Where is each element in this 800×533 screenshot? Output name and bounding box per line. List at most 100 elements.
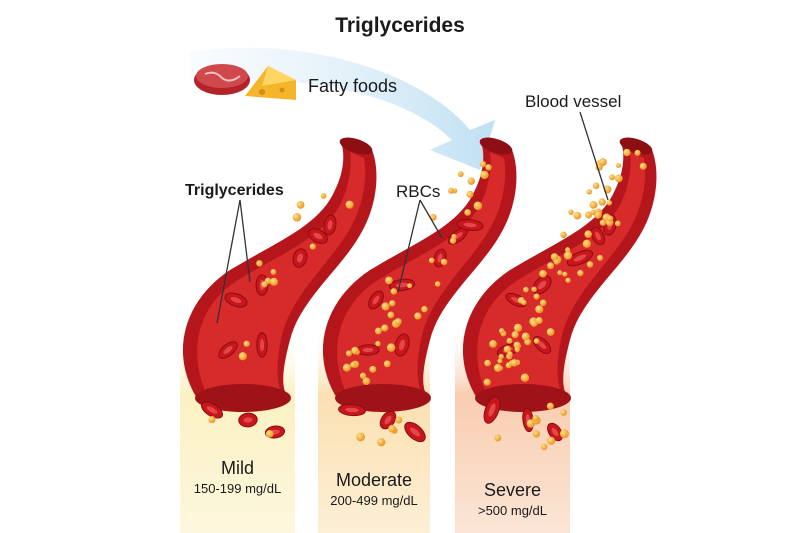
triglyceride-dot bbox=[494, 364, 502, 372]
triglyceride-dot bbox=[535, 305, 543, 313]
triglyceride-dot bbox=[464, 209, 471, 216]
triglyceride-dot bbox=[321, 193, 327, 199]
triglyceride-dot bbox=[514, 347, 519, 352]
triglyceride-dot bbox=[598, 198, 605, 205]
triglyceride-dot bbox=[421, 306, 427, 312]
triglyceride-dot bbox=[521, 300, 526, 305]
triglyceride-dot bbox=[387, 343, 395, 351]
triglyceride-dot bbox=[536, 317, 543, 324]
triglyceride-dot bbox=[375, 341, 380, 346]
triglyceride-dot bbox=[577, 270, 583, 276]
panel-severe-label: Severe >500 mg/dL bbox=[455, 480, 570, 518]
triglyceride-dot bbox=[360, 373, 366, 379]
triglyceride-dot bbox=[484, 379, 491, 386]
triglyceride-dot bbox=[547, 328, 555, 336]
triglyceride-dot bbox=[441, 259, 448, 266]
triglyceride-dot bbox=[533, 430, 540, 437]
triglyceride-dot bbox=[560, 409, 567, 416]
triglyceride-dot bbox=[565, 278, 570, 283]
blood-vessel-label: Blood vessel bbox=[525, 92, 621, 112]
rbcs-label: RBCs bbox=[396, 182, 440, 202]
triglyceride-dot bbox=[429, 258, 435, 264]
triglyceride-dot bbox=[540, 299, 547, 306]
triglyceride-dot bbox=[640, 163, 647, 170]
range-mild: 150-199 mg/dL bbox=[180, 481, 295, 496]
triglyceride-dot bbox=[584, 230, 592, 238]
triglyceride-dot bbox=[388, 425, 396, 433]
triglyceride-dot bbox=[583, 240, 591, 248]
triglyceride-dot bbox=[507, 351, 512, 356]
triglyceride-dot bbox=[458, 171, 464, 177]
triglyceride-dot bbox=[607, 215, 613, 221]
triglyceride-dot bbox=[480, 171, 488, 179]
triglyceride-dot bbox=[435, 281, 441, 287]
severity-severe: Severe bbox=[455, 480, 570, 501]
triglyceride-dot bbox=[562, 272, 567, 277]
triglyceride-dot bbox=[494, 435, 501, 442]
triglyceride-dot bbox=[593, 182, 600, 189]
triglyceride-dot bbox=[634, 150, 640, 156]
triglyceride-dot bbox=[239, 352, 247, 360]
triglyceride-dot bbox=[293, 213, 302, 222]
triglyceride-dot bbox=[541, 444, 548, 451]
triglyceride-dot bbox=[389, 300, 395, 306]
triglyceride-dot bbox=[554, 260, 559, 265]
triglyceride-dot bbox=[607, 200, 612, 205]
triglyceride-dot bbox=[346, 350, 352, 356]
triglyceride-dot bbox=[351, 347, 359, 355]
triglyceride-dot bbox=[616, 163, 621, 168]
triglyceride-dot bbox=[557, 270, 562, 275]
triglyceride-dot bbox=[381, 324, 388, 331]
triglyceride-dot bbox=[448, 188, 454, 194]
triglyceride-dot bbox=[346, 201, 354, 209]
triglyceride-dot bbox=[523, 287, 529, 293]
triglyceride-dot bbox=[568, 209, 573, 214]
triglyceride-dot bbox=[266, 430, 274, 438]
triglyceride-dot bbox=[414, 312, 421, 319]
triglyceride-dot bbox=[574, 212, 582, 220]
triglyceride-dot bbox=[547, 437, 555, 445]
triglyceride-dot bbox=[350, 362, 356, 368]
triglyceride-dot bbox=[384, 360, 391, 367]
triglyceride-dot bbox=[560, 231, 567, 238]
triglyceride-dot bbox=[480, 161, 486, 167]
triglyceride-dot bbox=[623, 149, 630, 156]
triglyceride-dot bbox=[466, 191, 473, 198]
triglyceride-dot bbox=[356, 432, 365, 441]
triglyceride-dot bbox=[534, 293, 540, 299]
triglyceride-dot bbox=[497, 359, 502, 364]
triglyceride-dot bbox=[539, 270, 547, 278]
triglyceride-dot bbox=[547, 403, 554, 410]
panel-mild-label: Mild 150-199 mg/dL bbox=[180, 458, 295, 496]
triglyceride-dot bbox=[597, 255, 603, 261]
triglyceride-dot bbox=[512, 331, 519, 338]
triglyceride-dot bbox=[467, 177, 475, 185]
triglyceride-dot bbox=[564, 251, 572, 259]
range-moderate: 200-499 mg/dL bbox=[316, 493, 432, 508]
triglyceride-dot bbox=[270, 278, 278, 286]
triglyceride-dot bbox=[375, 328, 382, 335]
triglyceride-dot bbox=[270, 269, 276, 275]
triglyceride-dot bbox=[521, 374, 529, 382]
triglyceride-dot bbox=[474, 201, 483, 210]
triglyceride-dot bbox=[507, 338, 513, 344]
triglyceride-dot bbox=[297, 201, 305, 209]
triglyceride-dot bbox=[499, 354, 504, 359]
triglyceride-dot bbox=[381, 302, 389, 310]
triglyceride-dot bbox=[511, 359, 518, 366]
triglyceride-dot bbox=[369, 366, 376, 373]
triglyceride-dot bbox=[531, 287, 536, 292]
triglyceride-dot bbox=[256, 260, 262, 266]
triglycerides-label: Triglycerides bbox=[185, 182, 284, 200]
triglyceride-dot bbox=[590, 210, 595, 215]
triglyceride-dot bbox=[514, 324, 522, 332]
triglyceride-dot bbox=[547, 262, 554, 269]
triglyceride-dot bbox=[377, 438, 385, 446]
triglyceride-dot bbox=[599, 158, 607, 166]
triglyceride-dot bbox=[244, 341, 250, 347]
triglyceride-dot bbox=[587, 261, 593, 267]
triglyceride-dot bbox=[208, 416, 215, 423]
triglyceride-dot bbox=[551, 253, 558, 260]
